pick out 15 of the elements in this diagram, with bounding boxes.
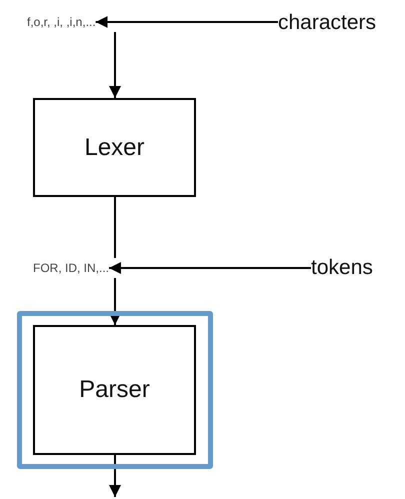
process-box (33, 98, 196, 197)
arrow (109, 32, 121, 98)
data-label: FOR, ID, IN,... (33, 261, 110, 275)
process-box (33, 325, 196, 455)
box-label: Parser (79, 376, 150, 404)
annotation-label: characters (278, 11, 376, 35)
arrow (109, 455, 121, 497)
arrow (109, 262, 311, 274)
connector-line (114, 197, 116, 258)
highlight-frame (17, 311, 213, 469)
arrow (109, 278, 121, 325)
annotation-label: tokens (311, 256, 373, 280)
arrow (96, 16, 278, 28)
data-label: f,o,r, ,i, ,i,n,... (27, 15, 96, 29)
box-label: Lexer (84, 134, 145, 162)
